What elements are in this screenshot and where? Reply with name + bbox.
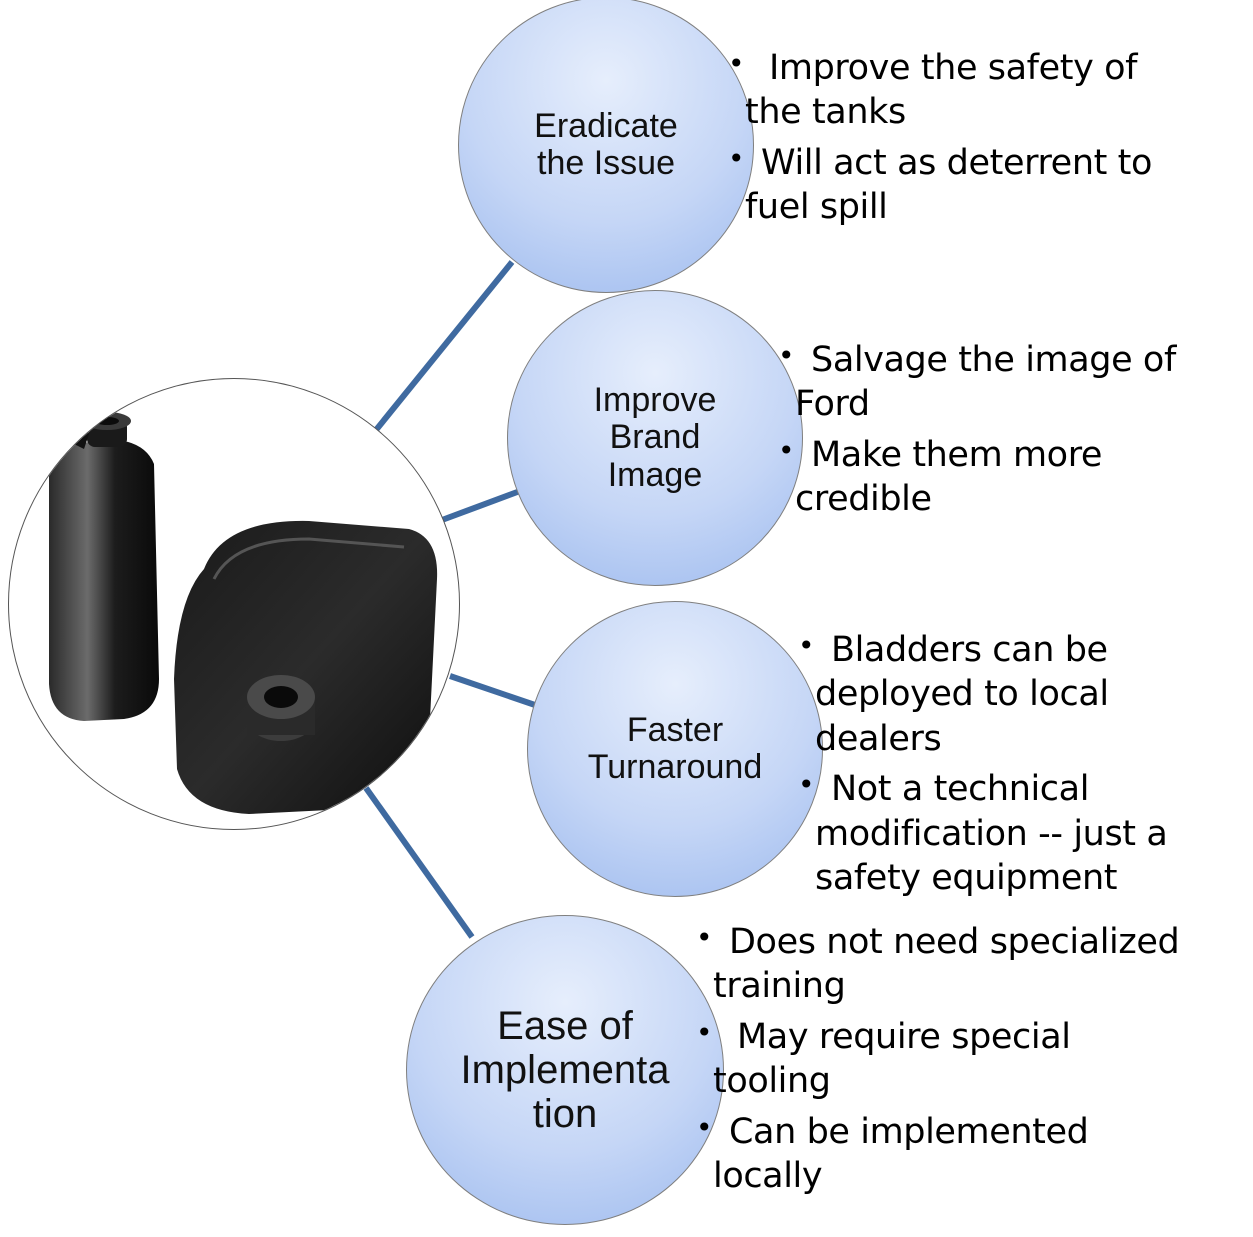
node-label-eradicate: Eradicate the Issue — [534, 106, 678, 182]
bullet-item: •Will act as deterrent to fuel spill — [728, 141, 1152, 228]
node-label-turnaround: Faster Turnaround — [587, 710, 763, 786]
node-ease-of-implementation: Ease of Implementa tion — [406, 915, 724, 1225]
fuel-bladder-photo — [8, 378, 460, 830]
connector-brand — [440, 488, 522, 523]
connector-ease — [363, 786, 475, 939]
bullet-item: •Make them more credible — [778, 433, 1103, 520]
fuel-bladder-image — [48, 412, 438, 814]
bullet-icon: • — [728, 141, 745, 175]
bullet-icon: • — [696, 1110, 713, 1144]
bullets-turnaround: •Bladders can be deployed to local deale… — [798, 628, 1245, 907]
bullet-icon: • — [728, 47, 745, 80]
bullet-item: •Can be implemented locally — [696, 1110, 1089, 1197]
bullets-brand: •Salvage the image of Ford •Make them mo… — [778, 338, 1215, 528]
node-label-ease: Ease of Implementa tion — [460, 1004, 670, 1136]
bullet-icon: • — [798, 629, 815, 662]
bullets-ease: •Does not need specialized training •May… — [696, 920, 1183, 1205]
node-improve-brand-image: Improve Brand Image — [507, 290, 803, 586]
bullet-item: •Improve the safety of the tanks — [728, 47, 1138, 133]
bullet-item: •May require special tooling — [696, 1015, 1071, 1102]
bullet-item: •Does not need specialized training — [696, 921, 1180, 1007]
connector-eradicate — [373, 260, 515, 432]
connector-turnaround — [449, 673, 536, 708]
bullet-icon: • — [696, 921, 713, 954]
bullet-item: •Not a technical modification -- just a … — [798, 768, 1168, 899]
bullet-item: •Salvage the image of Ford — [778, 339, 1176, 425]
node-faster-turnaround: Faster Turnaround — [527, 601, 823, 897]
bullet-item: •Bladders can be deployed to local deale… — [798, 629, 1109, 759]
node-label-brand: Improve Brand Image — [593, 380, 717, 494]
bullet-icon: • — [798, 768, 815, 802]
bullets-eradicate: •Improve the safety of the tanks •Will a… — [728, 46, 1175, 236]
bullet-icon: • — [778, 339, 795, 372]
node-eradicate-the-issue: Eradicate the Issue — [458, 0, 754, 293]
bullet-icon: • — [778, 433, 795, 467]
bullet-icon: • — [696, 1015, 713, 1049]
